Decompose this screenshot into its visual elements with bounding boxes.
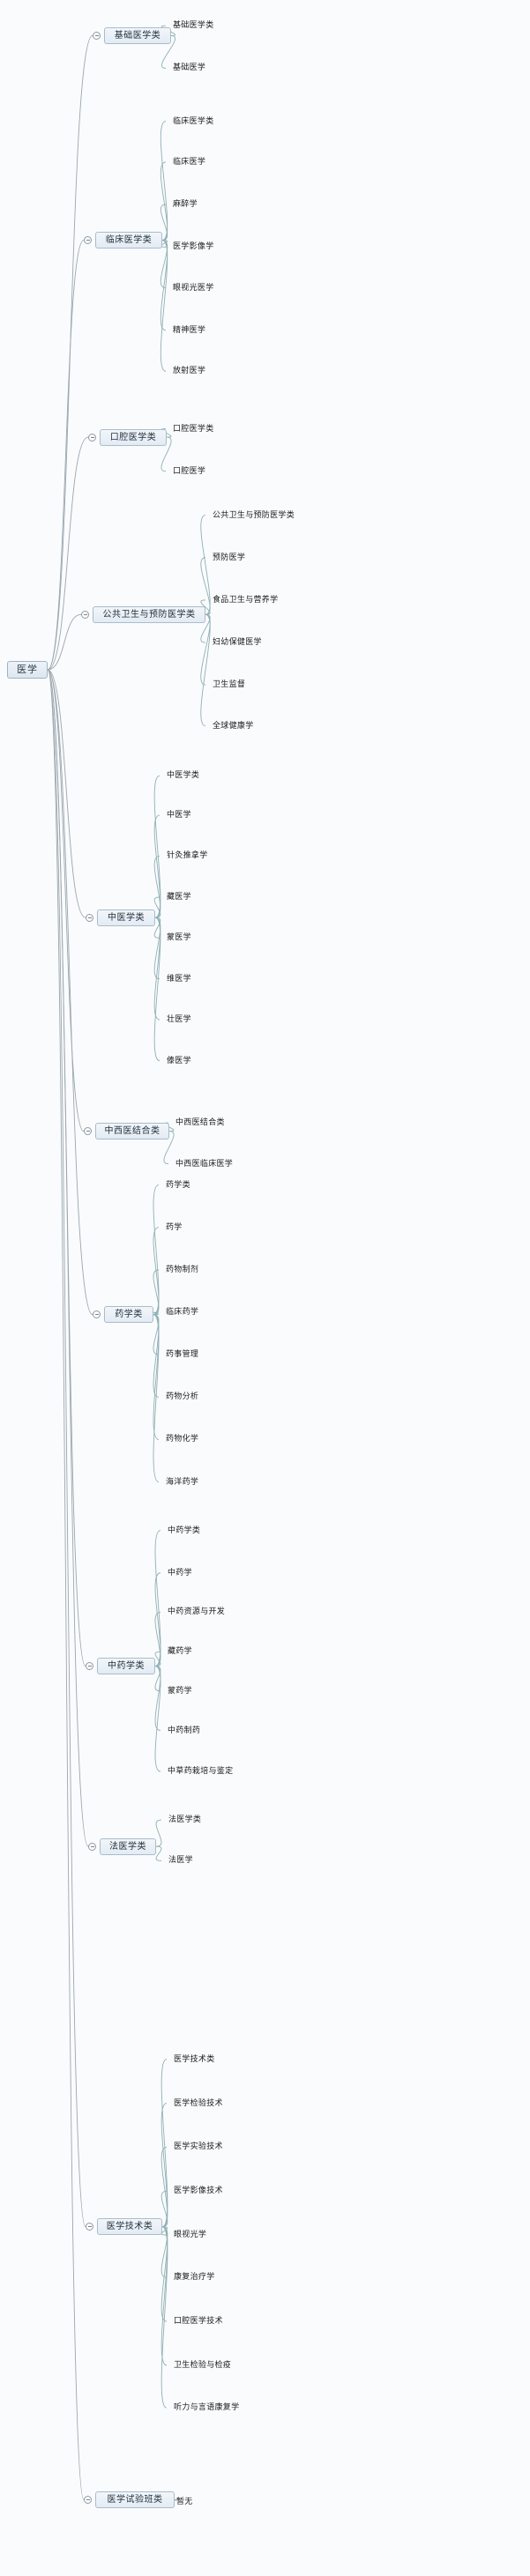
leaf-node-4-5[interactable]: 卫生监督 bbox=[213, 679, 246, 689]
leaf-node-7-2[interactable]: 药学 bbox=[166, 1221, 183, 1231]
leaf-node-3-2[interactable]: 口腔医学 bbox=[173, 465, 206, 475]
leaf-node-10-4[interactable]: 医学影像技术 bbox=[174, 2186, 223, 2195]
leaf-node-7-6[interactable]: 药物分析 bbox=[166, 1392, 199, 1401]
leaf-node-4-4[interactable]: 妇幼保健医学 bbox=[213, 637, 262, 647]
leaf-node-10-7[interactable]: 口腔医学技术 bbox=[174, 2316, 223, 2326]
leaf-node-11-1[interactable]: 暂无 bbox=[176, 2496, 193, 2505]
leaf-node-6-1[interactable]: 中西医结合类 bbox=[175, 1117, 225, 1127]
leaf-node-1-2[interactable]: 基础医学 bbox=[173, 63, 206, 72]
collapse-toggle-icon-9[interactable] bbox=[88, 1842, 96, 1851]
branch-node-5[interactable]: 中医学类 bbox=[97, 909, 155, 926]
root-node[interactable]: 医学 bbox=[7, 661, 48, 679]
leaf-node-2-5[interactable]: 眼视光医学 bbox=[173, 282, 214, 292]
leaf-node-7-5[interactable]: 药事管理 bbox=[166, 1349, 199, 1359]
leaf-node-4-2[interactable]: 预防医学 bbox=[213, 552, 246, 561]
collapse-toggle-icon-4[interactable] bbox=[81, 610, 89, 619]
leaf-node-5-2[interactable]: 中医学 bbox=[167, 810, 191, 820]
collapse-toggle-icon-5[interactable] bbox=[86, 913, 93, 922]
leaf-node-2-1[interactable]: 临床医学类 bbox=[173, 115, 214, 125]
branch-node-11[interactable]: 医学试验班类 bbox=[95, 2491, 175, 2508]
leaf-node-5-8[interactable]: 傣医学 bbox=[167, 1055, 191, 1065]
branch-node-6[interactable]: 中西医结合类 bbox=[95, 1123, 169, 1140]
leaf-node-7-1[interactable]: 药学类 bbox=[166, 1179, 190, 1189]
collapse-toggle-icon-6[interactable] bbox=[84, 1127, 92, 1136]
collapse-toggle-icon-11[interactable] bbox=[84, 2495, 92, 2504]
leaf-node-5-7[interactable]: 壮医学 bbox=[167, 1014, 191, 1024]
collapse-toggle-icon-3[interactable] bbox=[88, 433, 96, 442]
leaf-node-2-4[interactable]: 医学影像学 bbox=[173, 241, 214, 251]
leaf-node-2-3[interactable]: 麻醉学 bbox=[173, 199, 198, 209]
branch-node-3[interactable]: 口腔医学类 bbox=[100, 428, 167, 446]
leaf-node-10-1[interactable]: 医学技术类 bbox=[174, 2053, 215, 2063]
leaf-node-2-2[interactable]: 临床医学 bbox=[173, 156, 206, 166]
collapse-toggle-icon-1[interactable] bbox=[93, 31, 101, 40]
leaf-node-5-4[interactable]: 藏医学 bbox=[167, 891, 191, 901]
leaf-node-8-7[interactable]: 中草药栽培与鉴定 bbox=[168, 1765, 234, 1775]
leaf-node-7-4[interactable]: 临床药学 bbox=[166, 1307, 199, 1316]
leaf-node-10-3[interactable]: 医学实验技术 bbox=[174, 2142, 223, 2151]
collapse-toggle-icon-7[interactable] bbox=[93, 1310, 101, 1319]
leaf-node-8-5[interactable]: 蒙药学 bbox=[168, 1685, 192, 1695]
collapse-toggle-icon-10[interactable] bbox=[86, 2223, 93, 2231]
leaf-node-3-1[interactable]: 口腔医学类 bbox=[173, 423, 214, 433]
leaf-node-1-1[interactable]: 基础医学类 bbox=[173, 20, 214, 30]
leaf-node-8-4[interactable]: 藏药学 bbox=[168, 1646, 192, 1656]
leaf-node-4-1[interactable]: 公共卫生与预防医学类 bbox=[213, 509, 295, 519]
leaf-node-2-7[interactable]: 放射医学 bbox=[173, 366, 206, 375]
leaf-node-9-1[interactable]: 法医学类 bbox=[168, 1815, 202, 1823]
leaf-node-5-1[interactable]: 中医学类 bbox=[167, 770, 200, 780]
leaf-node-8-2[interactable]: 中药学 bbox=[168, 1567, 192, 1577]
leaf-node-10-5[interactable]: 眼视光学 bbox=[174, 2230, 207, 2239]
leaf-node-7-7[interactable]: 药物化学 bbox=[166, 1434, 199, 1444]
leaf-node-5-3[interactable]: 针灸推拿学 bbox=[167, 850, 208, 860]
branch-node-4[interactable]: 公共卫生与预防医学类 bbox=[93, 605, 205, 623]
leaf-node-9-2[interactable]: 法医学 bbox=[168, 1855, 193, 1865]
branch-node-8[interactable]: 中药学类 bbox=[97, 1658, 155, 1675]
collapse-toggle-icon-2[interactable] bbox=[84, 236, 92, 245]
leaf-node-8-3[interactable]: 中药资源与开发 bbox=[168, 1607, 226, 1616]
leaf-node-10-9[interactable]: 听力与言语康复学 bbox=[174, 2402, 240, 2412]
leaf-node-7-8[interactable]: 海洋药学 bbox=[166, 1476, 199, 1486]
leaf-node-10-8[interactable]: 卫生检验与检疫 bbox=[174, 2360, 232, 2369]
leaf-node-5-6[interactable]: 维医学 bbox=[167, 973, 191, 983]
leaf-node-7-3[interactable]: 药物制剂 bbox=[166, 1264, 199, 1273]
branch-node-2[interactable]: 临床医学类 bbox=[95, 232, 162, 249]
leaf-node-2-6[interactable]: 精神医学 bbox=[173, 324, 206, 334]
collapse-toggle-icon-8[interactable] bbox=[86, 1662, 93, 1671]
leaf-node-10-6[interactable]: 康复治疗学 bbox=[174, 2272, 215, 2282]
branch-node-10[interactable]: 医学技术类 bbox=[97, 2218, 162, 2236]
branch-node-1[interactable]: 基础医学类 bbox=[104, 26, 171, 44]
branch-node-7[interactable]: 药学类 bbox=[104, 1306, 153, 1324]
leaf-node-6-2[interactable]: 中西医临床医学 bbox=[175, 1158, 234, 1168]
leaf-node-4-3[interactable]: 食品卫生与营养学 bbox=[213, 594, 279, 604]
leaf-node-10-2[interactable]: 医学检验技术 bbox=[174, 2097, 223, 2107]
leaf-node-8-6[interactable]: 中药制药 bbox=[168, 1725, 201, 1734]
branch-node-9[interactable]: 法医学类 bbox=[100, 1837, 156, 1855]
leaf-node-8-1[interactable]: 中药学类 bbox=[168, 1525, 201, 1534]
leaf-node-4-6[interactable]: 全球健康学 bbox=[213, 720, 254, 730]
leaf-node-5-5[interactable]: 蒙医学 bbox=[167, 932, 191, 942]
